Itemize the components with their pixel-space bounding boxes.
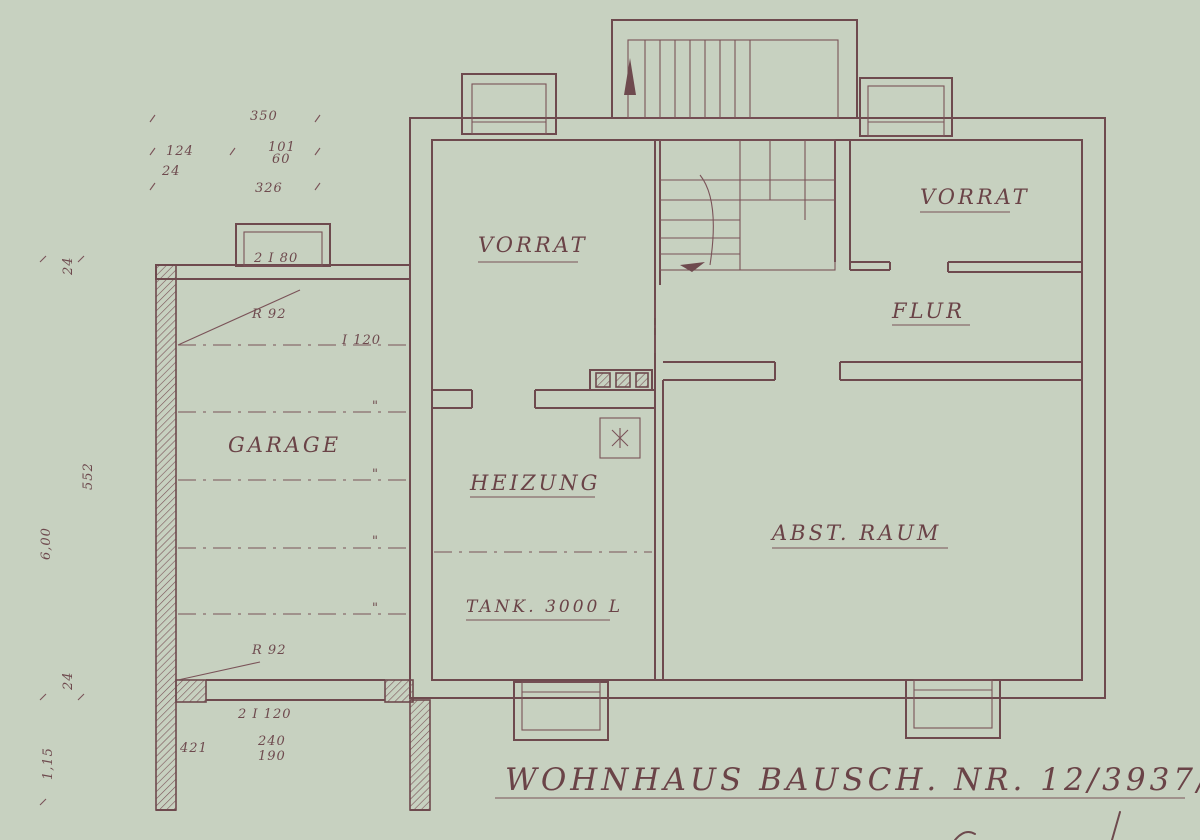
dimension-190: 190 bbox=[258, 749, 286, 764]
room-label-vorrat-left: VORRAT bbox=[478, 233, 588, 257]
signature-mark bbox=[954, 811, 1121, 840]
drawing-title: WOHNHAUS BAUSCH. NR. 12/3937/64 bbox=[505, 762, 1200, 798]
window-well-bottom-left bbox=[513, 681, 609, 741]
dimension-101: 101 bbox=[268, 140, 296, 155]
garage-window-well bbox=[235, 223, 331, 267]
garage-walls bbox=[155, 264, 431, 811]
dimension-552: 552 bbox=[81, 462, 96, 490]
dimension-60: 60 bbox=[272, 152, 291, 167]
dimension-421: 421 bbox=[179, 741, 208, 756]
beam-label-2i80: 2 I 80 bbox=[253, 251, 298, 266]
outside-stair bbox=[611, 19, 858, 119]
beam-label-i120: I 120 bbox=[341, 333, 381, 348]
chimney-flue bbox=[635, 372, 649, 388]
room-label-flur: FLUR bbox=[891, 299, 965, 323]
window-well-top-left bbox=[461, 73, 557, 135]
beam-ditto-mark: " bbox=[372, 601, 379, 616]
dimension-1-15: 1,15 bbox=[41, 747, 56, 780]
window-well-bottom-right bbox=[905, 679, 1001, 739]
boiler-symbol bbox=[599, 417, 641, 459]
dimension-ticks bbox=[39, 114, 321, 806]
dimension-350: 350 bbox=[250, 109, 278, 124]
room-label-vorrat-right: VORRAT bbox=[920, 185, 1030, 209]
beam-ditto-mark: " bbox=[372, 534, 379, 549]
dimension-24-upper: 24 bbox=[61, 256, 76, 276]
beam-label-r92-top: R 92 bbox=[251, 307, 286, 322]
stair-arrow bbox=[680, 262, 705, 272]
chimney-flue bbox=[595, 372, 611, 388]
room-label-heizung: HEIZUNG bbox=[469, 471, 600, 495]
room-label-tank: TANK. 3000 L bbox=[466, 597, 623, 617]
stair-arrow bbox=[624, 58, 636, 95]
beam-ditto-mark: " bbox=[372, 399, 379, 414]
chimney-flue bbox=[615, 372, 631, 388]
beam-ditto-mark: " bbox=[372, 467, 379, 482]
dimension-240: 240 bbox=[257, 734, 286, 749]
dimension-326: 326 bbox=[255, 181, 283, 196]
dimension-6-00: 6,00 bbox=[39, 527, 54, 560]
dimension-24: 24 bbox=[161, 164, 181, 179]
beam-label-r92-bottom: R 92 bbox=[251, 643, 286, 658]
dimension-124: 124 bbox=[166, 144, 194, 159]
inside-stair bbox=[659, 139, 836, 272]
room-label-abst-raum: ABST. RAUM bbox=[770, 521, 941, 545]
garage-roof-beams bbox=[177, 289, 410, 681]
beam-label-2i120: 2 I 120 bbox=[237, 707, 291, 722]
dimension-24-lower: 24 bbox=[61, 671, 76, 691]
room-label-garage: GARAGE bbox=[228, 433, 341, 457]
window-well-top-right bbox=[859, 77, 953, 137]
